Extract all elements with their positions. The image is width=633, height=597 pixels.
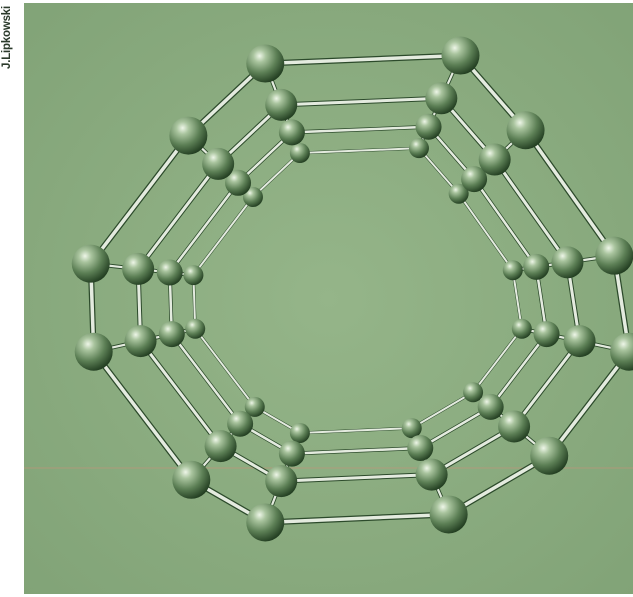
ring-bond xyxy=(91,349,194,482)
ring-bond xyxy=(457,192,514,272)
atom xyxy=(183,265,204,286)
ring-bond xyxy=(194,327,256,408)
atom xyxy=(172,460,211,499)
atom xyxy=(204,430,237,463)
atom xyxy=(498,410,531,443)
atom xyxy=(202,147,235,180)
ring-bond xyxy=(410,391,475,430)
atom xyxy=(124,325,157,358)
atom xyxy=(595,236,633,275)
ring-bond xyxy=(446,453,551,517)
ring-bond xyxy=(472,177,538,269)
molecule-render xyxy=(24,3,633,594)
atom xyxy=(401,418,422,439)
atom-layer xyxy=(71,36,633,542)
atom xyxy=(530,436,569,475)
atom xyxy=(289,143,310,164)
atom xyxy=(563,325,596,358)
ring-bond xyxy=(263,512,451,525)
ring-bond xyxy=(489,332,548,409)
atom xyxy=(502,260,523,281)
ring-bond xyxy=(279,473,434,483)
atom xyxy=(246,503,285,542)
ring-bond xyxy=(512,339,582,428)
ring-bond xyxy=(290,125,430,134)
atom xyxy=(511,318,532,339)
atom xyxy=(461,166,488,193)
atom xyxy=(265,88,298,121)
ring-bond xyxy=(139,339,223,448)
atom xyxy=(169,116,208,155)
atom xyxy=(610,332,633,371)
atom xyxy=(425,82,458,115)
ring-bond xyxy=(136,162,220,271)
atom xyxy=(477,393,504,420)
ring-bond xyxy=(263,53,463,66)
ring-bond xyxy=(279,96,443,107)
atom xyxy=(158,321,185,348)
atom xyxy=(289,422,310,443)
atom xyxy=(242,186,263,207)
ring-bond xyxy=(419,405,492,450)
ring-bond xyxy=(547,349,631,458)
ring-bond xyxy=(290,446,422,455)
ring-bond xyxy=(251,152,301,198)
atom xyxy=(408,138,429,159)
atom xyxy=(227,410,254,437)
ring-bond xyxy=(192,195,254,277)
photo-credit: J.Lipkowski xyxy=(1,6,13,69)
atom xyxy=(74,332,113,371)
ring-bond xyxy=(88,133,191,266)
atom xyxy=(156,259,183,286)
atom xyxy=(533,321,560,348)
ring-bond xyxy=(417,147,460,195)
atom xyxy=(71,244,110,283)
ring-bond xyxy=(170,332,242,425)
ring-bond xyxy=(298,147,420,155)
ring-bond xyxy=(523,128,617,258)
atom xyxy=(551,246,584,279)
atom xyxy=(441,36,480,75)
atom xyxy=(278,440,305,467)
atom xyxy=(415,458,448,491)
ring-bond xyxy=(472,327,523,394)
atom xyxy=(265,465,298,498)
atom xyxy=(523,253,550,280)
ring-bond xyxy=(168,181,240,274)
atom xyxy=(407,435,434,462)
atom xyxy=(448,183,469,204)
atom xyxy=(244,396,265,417)
atom xyxy=(478,143,511,176)
atom xyxy=(429,495,468,534)
atom xyxy=(185,318,206,339)
atom xyxy=(415,113,442,140)
credit-strip: J.Lipkowski xyxy=(0,0,24,597)
atom xyxy=(246,44,285,83)
ring-bond xyxy=(493,158,569,264)
atom xyxy=(225,169,252,196)
atom xyxy=(506,111,545,150)
atom xyxy=(463,382,484,403)
molecule-image xyxy=(24,3,633,594)
ring-bond xyxy=(298,427,413,434)
atom xyxy=(122,252,155,285)
atom xyxy=(278,119,305,146)
